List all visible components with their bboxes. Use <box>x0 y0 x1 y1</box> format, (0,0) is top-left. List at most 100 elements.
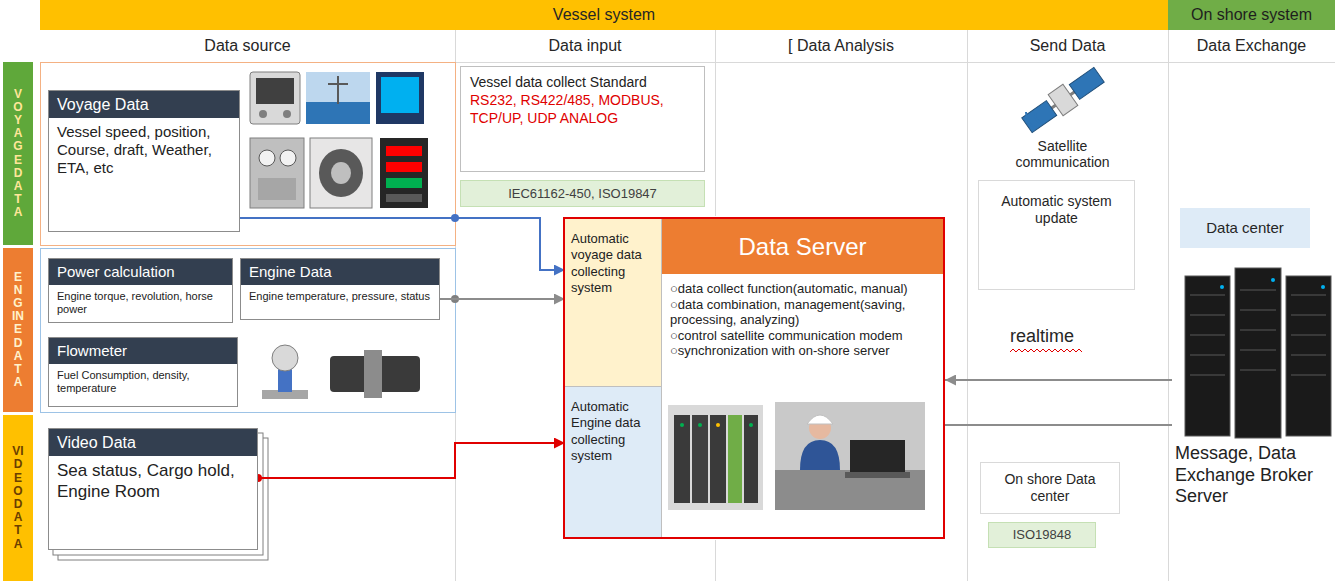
led <box>1321 285 1325 289</box>
mast <box>337 76 339 104</box>
gps-knob <box>259 110 267 118</box>
digit-row <box>386 178 422 188</box>
connector-arrow <box>258 443 565 478</box>
rack-slot <box>1190 315 1225 316</box>
rack-slot <box>1240 310 1276 311</box>
rack-slot <box>1190 375 1225 376</box>
system-band: Vessel system <box>40 0 1168 30</box>
column-header: [ Data Analysis <box>715 30 967 62</box>
plc-module <box>710 415 726 503</box>
box-body: Fuel Consumption, density, temperature <box>49 364 237 400</box>
digit-row <box>386 146 422 156</box>
box-body: Engine temperature, pressure, status <box>241 285 439 308</box>
digital-panel <box>380 138 428 208</box>
rack-slot <box>1190 355 1225 356</box>
server-rack-picture <box>1185 268 1331 438</box>
gps-knob <box>283 110 291 118</box>
display-screen <box>381 77 419 113</box>
rack-slots <box>1190 290 1326 375</box>
server-title: Data Server <box>738 233 866 261</box>
side-band: VOYAGE DATA <box>3 62 33 245</box>
laptop-base <box>845 472 910 478</box>
function-item: ○data combination, management(saving, pr… <box>670 297 938 328</box>
solar-panel <box>1069 67 1104 99</box>
side-letters: VIDEO DATA <box>12 445 24 551</box>
standard-box: Vessel data collect StandardRS232, RS422… <box>460 66 705 172</box>
led <box>749 423 753 427</box>
source-box: Power calculationEngine torque, revoluti… <box>48 258 233 323</box>
function-item: ○data collect function(automatic, manual… <box>670 281 938 297</box>
box-heading: Flowmeter <box>49 338 237 364</box>
datacenter-box: Data center <box>1180 208 1310 248</box>
source-box: FlowmeterFuel Consumption, density, temp… <box>48 337 238 407</box>
rack-slot <box>1291 375 1326 376</box>
plc-module <box>728 415 742 503</box>
box-text: Automatic system update <box>985 193 1128 227</box>
drum-hub <box>331 162 351 184</box>
box-heading: Power calculation <box>49 259 232 285</box>
server-caption: Message, Data Exchange Broker Server <box>1175 443 1333 508</box>
box-text: On shore system <box>1191 5 1312 24</box>
box-text: Data center <box>1206 219 1284 237</box>
person-body <box>800 440 840 470</box>
source-box: Video DataSea status, Cargo hold, Engine… <box>48 428 258 550</box>
plc-module <box>692 415 708 503</box>
helmet <box>807 415 833 424</box>
function-item: ○control satellite communication modem <box>670 328 938 344</box>
server-cabinet <box>1286 276 1331 436</box>
system-band: On shore system <box>1168 0 1335 30</box>
connector-group <box>240 218 1172 478</box>
sensor-cabinet <box>250 138 304 208</box>
box-heading: Video Data <box>49 429 257 456</box>
datacenter-box: On shore Data center <box>980 462 1120 514</box>
gauge <box>280 150 296 166</box>
box-body: Vessel speed, position, Course, draft, W… <box>49 118 239 182</box>
rack-slot <box>1291 355 1326 356</box>
side-letters: ENGINE DATA <box>12 271 24 390</box>
satellite-icon <box>1020 64 1107 136</box>
plc-module <box>674 415 690 503</box>
standard-tag: IEC61162-450, ISO19847 <box>460 180 705 207</box>
plc-module <box>744 415 758 503</box>
standard-tag: ISO19848 <box>988 522 1096 548</box>
caption-holder: Message, Data Exchange Broker Server <box>1175 443 1333 508</box>
connector-arrow <box>945 379 1172 381</box>
box-text: IEC61162-450, ISO19847 <box>508 186 657 202</box>
grid-lines <box>40 30 1335 581</box>
box-text: Data input <box>549 36 622 55</box>
gps-unit <box>250 72 300 124</box>
grid-line <box>967 30 968 581</box>
side-letters: VOYAGE DATA <box>12 88 24 220</box>
connector-arrow <box>945 424 1172 426</box>
photo-ground <box>668 405 763 510</box>
clamp-sensor <box>364 350 382 398</box>
rack-slot <box>1240 290 1276 291</box>
row-outline <box>41 249 456 413</box>
data-server-box: Data Server ○data collect function(automa… <box>563 217 945 539</box>
led <box>698 423 702 427</box>
collector-text: Automatic voyage data collecting system <box>571 231 655 296</box>
drum-core <box>319 149 363 197</box>
gps-screen <box>256 78 294 104</box>
box-body: Engine torque, revolution, horse power <box>49 285 232 321</box>
cabinet-panel <box>258 178 296 200</box>
rack-slot <box>1240 330 1276 331</box>
meter-head <box>272 345 298 371</box>
function-item: ○synchronization with on-shore server <box>670 343 938 359</box>
column-header: Send Data <box>967 30 1168 62</box>
box-heading: Engine Data <box>241 259 439 285</box>
button-row <box>386 194 422 202</box>
side-band: ENGINE DATA <box>3 248 33 412</box>
meter-body <box>278 368 292 392</box>
update-box: Automatic system update <box>978 180 1135 290</box>
digit-row <box>386 162 422 172</box>
box-text: On shore Data center <box>987 471 1113 505</box>
source-box: Engine DataEngine temperature, pressure,… <box>240 258 440 320</box>
rack-slot <box>1291 335 1326 336</box>
server-header-bar: Data Server <box>662 219 943 274</box>
led <box>1220 285 1224 289</box>
plc-photo <box>668 405 763 510</box>
rack-slot <box>1190 295 1225 296</box>
led <box>716 423 720 427</box>
